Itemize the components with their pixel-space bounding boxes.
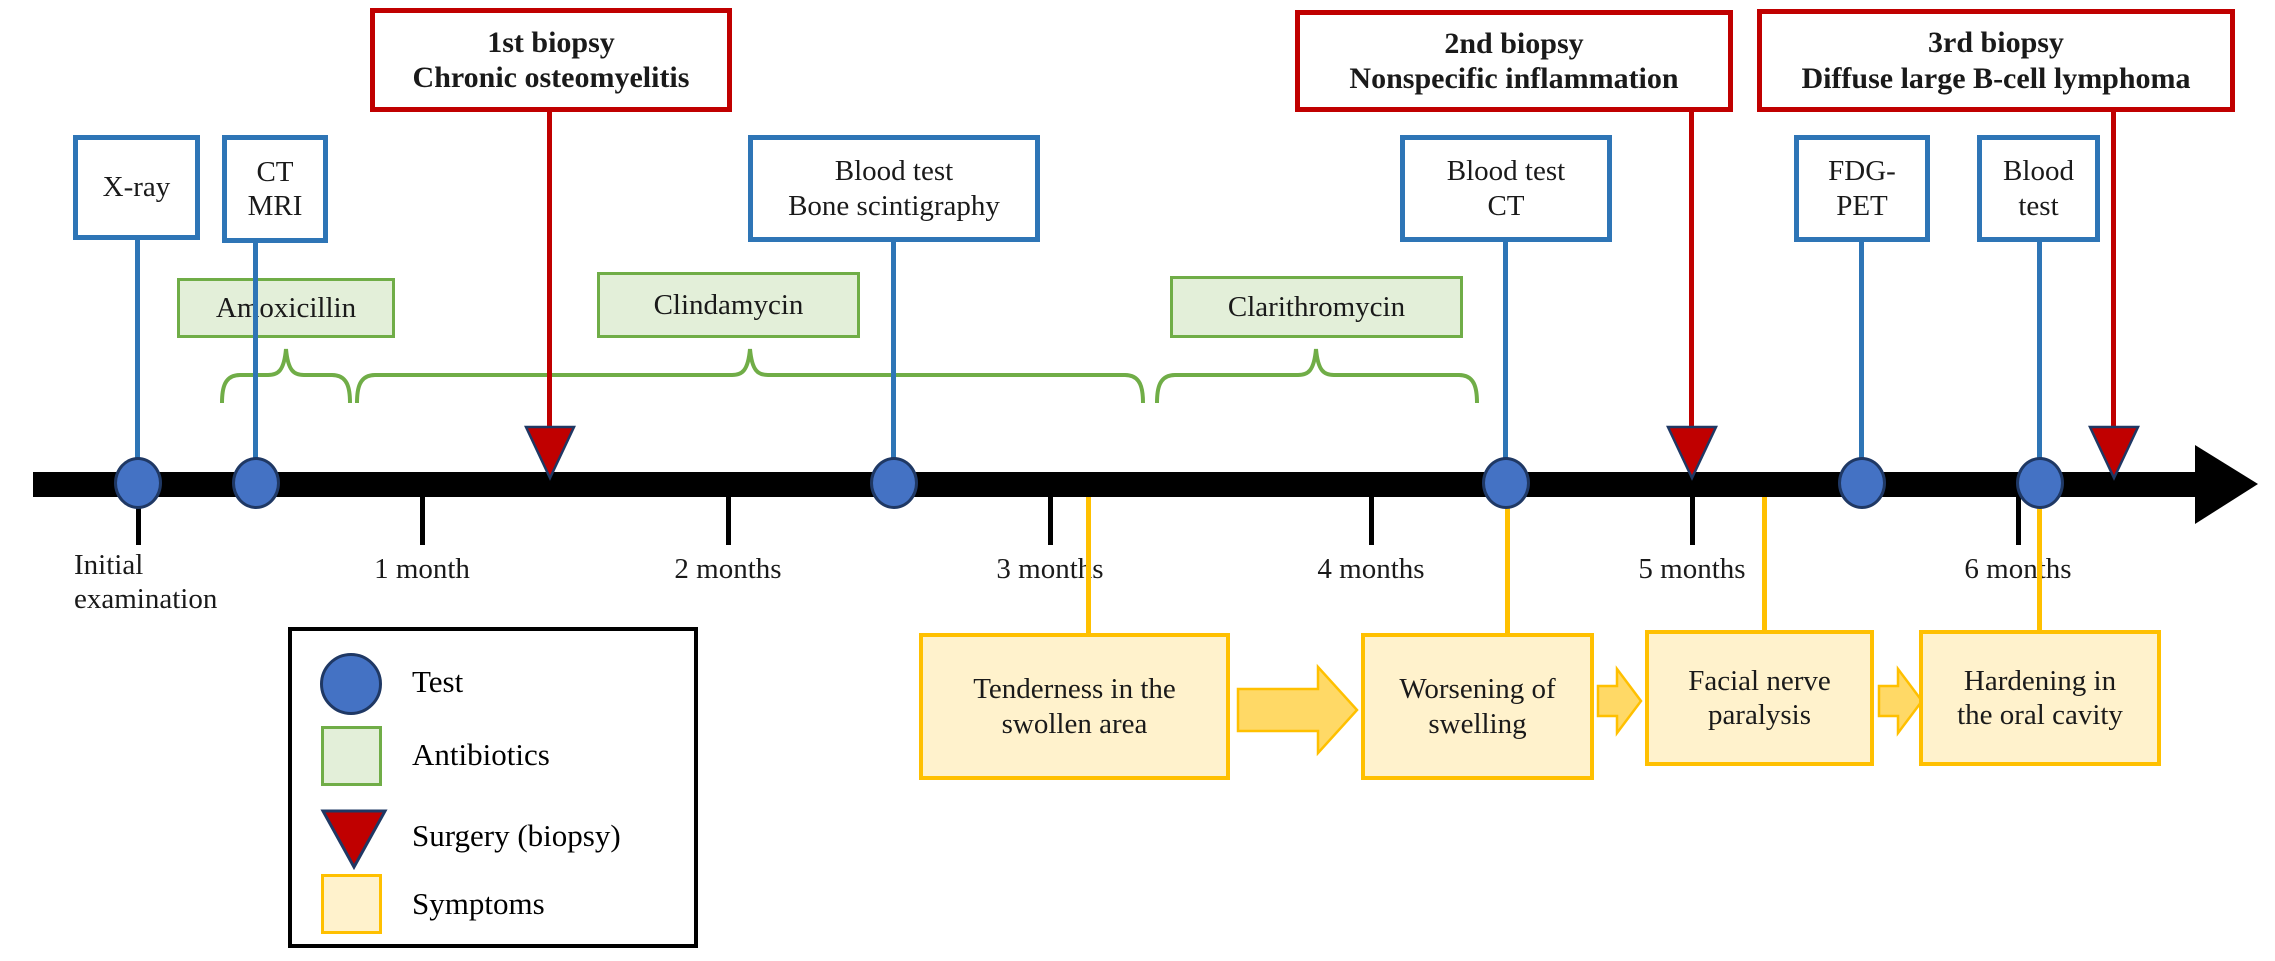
legend-symptoms-icon (321, 874, 382, 934)
legend-antibiotics-icon (321, 726, 382, 786)
antibiotic-box-clarithromycin: Clarithromycin (1170, 276, 1463, 338)
biopsy-label: 1st biopsy Chronic osteomyelitis (412, 25, 690, 94)
legend-label-antibiotics: Antibiotics (412, 737, 550, 772)
antibiotic-label: Amoxicillin (215, 291, 357, 324)
symptom-label: Hardening in the oral cavity (1957, 664, 2123, 731)
test-marker-ct-mri-icon (232, 457, 280, 509)
symptom-box-tenderness: Tenderness in the swollen area (919, 633, 1230, 780)
test-label: Blood test (2003, 155, 2074, 222)
symptom-flow-arrow-3-icon (1877, 665, 1924, 737)
tick-2-months (726, 497, 731, 545)
connector-biopsy-2 (1689, 112, 1694, 430)
surgery-marker-1-icon (524, 425, 576, 481)
symptom-flow-arrow-1-icon (1236, 663, 1359, 757)
tick-label-4-months: 4 months (1317, 553, 1425, 585)
test-label: CT MRI (247, 155, 303, 222)
connector-worsening (1505, 497, 1510, 633)
tick-4-months (1369, 497, 1374, 545)
test-label: X-ray (102, 171, 171, 204)
legend-surgery-icon (320, 809, 388, 871)
surgery-marker-3-icon (2088, 425, 2140, 481)
tick-label-initial-examination: Initial examination (74, 549, 218, 616)
test-marker-initial-icon (114, 457, 162, 509)
tick-label-6-months: 6 months (1964, 553, 2072, 585)
symptom-label: Worsening of swelling (1399, 673, 1556, 740)
biopsy-label: 2nd biopsy Nonspecific inflammation (1349, 26, 1679, 95)
tick-6-months (2016, 497, 2021, 545)
connector-bloodtest-6m (2037, 242, 2042, 465)
test-marker-blood-ct-icon (1482, 457, 1530, 509)
test-box-blood-bone: Blood test Bone scintigraphy (748, 135, 1040, 242)
tick-label-2-months: 2 months (674, 553, 782, 585)
connector-ct-mri (253, 243, 258, 465)
connector-facial-nerve (1762, 497, 1767, 630)
test-label: Blood test CT (1446, 155, 1566, 222)
tick-initial (136, 497, 141, 545)
symptom-label: Tenderness in the swollen area (973, 673, 1176, 740)
biopsy-box-1: 1st biopsy Chronic osteomyelitis (370, 8, 732, 112)
connector-bloodtest-bone (891, 242, 896, 465)
tick-label-1-month: 1 month (374, 553, 470, 585)
antibiotic-label: Clindamycin (653, 288, 804, 321)
connector-biopsy-1 (547, 112, 552, 430)
antibiotic-label: Clarithromycin (1227, 290, 1406, 323)
tick-label-5-months: 5 months (1638, 553, 1746, 585)
test-label: FDG- PET (1828, 155, 1896, 222)
biopsy-box-2: 2nd biopsy Nonspecific inflammation (1295, 10, 1733, 112)
symptom-flow-arrow-2-icon (1596, 665, 1643, 737)
symptom-label: Facial nerve paralysis (1688, 664, 1831, 731)
legend-test-icon (320, 653, 382, 715)
connector-xray (135, 240, 140, 465)
test-marker-blood-6m-icon (2016, 457, 2064, 509)
test-label: Blood test Bone scintigraphy (788, 155, 1000, 222)
symptom-box-worsening: Worsening of swelling (1361, 633, 1594, 780)
legend-label-surgery: Surgery (biopsy) (412, 818, 621, 853)
connector-fdg-pet (1859, 242, 1864, 465)
connector-tenderness (1086, 497, 1091, 633)
connector-biopsy-3 (2111, 112, 2116, 430)
connector-bloodtest-ct (1503, 242, 1508, 465)
legend-label-test: Test (412, 664, 464, 699)
tick-3-months (1048, 497, 1053, 545)
test-box-blood-6m: Blood test (1977, 135, 2100, 242)
test-marker-fdg-pet-icon (1838, 457, 1886, 509)
timeline-arrowhead-icon (2195, 445, 2258, 524)
legend: Test Antibiotics Surgery (biopsy) Sympto… (288, 627, 698, 948)
antibiotic-box-amoxicillin: Amoxicillin (177, 278, 395, 338)
symptom-box-hardening: Hardening in the oral cavity (1919, 630, 2161, 766)
tick-1-month (420, 497, 425, 545)
test-box-blood-ct: Blood test CT (1400, 135, 1612, 242)
biopsy-box-3: 3rd biopsy Diffuse large B-cell lymphoma (1757, 9, 2235, 112)
tick-5-months (1690, 497, 1695, 545)
test-box-ct-mri: CT MRI (222, 135, 328, 243)
surgery-marker-2-icon (1666, 425, 1718, 481)
legend-label-symptoms: Symptoms (412, 886, 545, 921)
symptom-box-facial-nerve: Facial nerve paralysis (1645, 630, 1874, 766)
test-box-fdg-pet: FDG- PET (1794, 135, 1930, 242)
antibiotic-box-clindamycin: Clindamycin (597, 272, 860, 338)
biopsy-label: 3rd biopsy Diffuse large B-cell lymphoma (1801, 26, 2191, 95)
test-box-xray: X-ray (73, 135, 200, 240)
test-marker-blood-bone-icon (870, 457, 918, 509)
connector-hardening (2037, 497, 2042, 630)
